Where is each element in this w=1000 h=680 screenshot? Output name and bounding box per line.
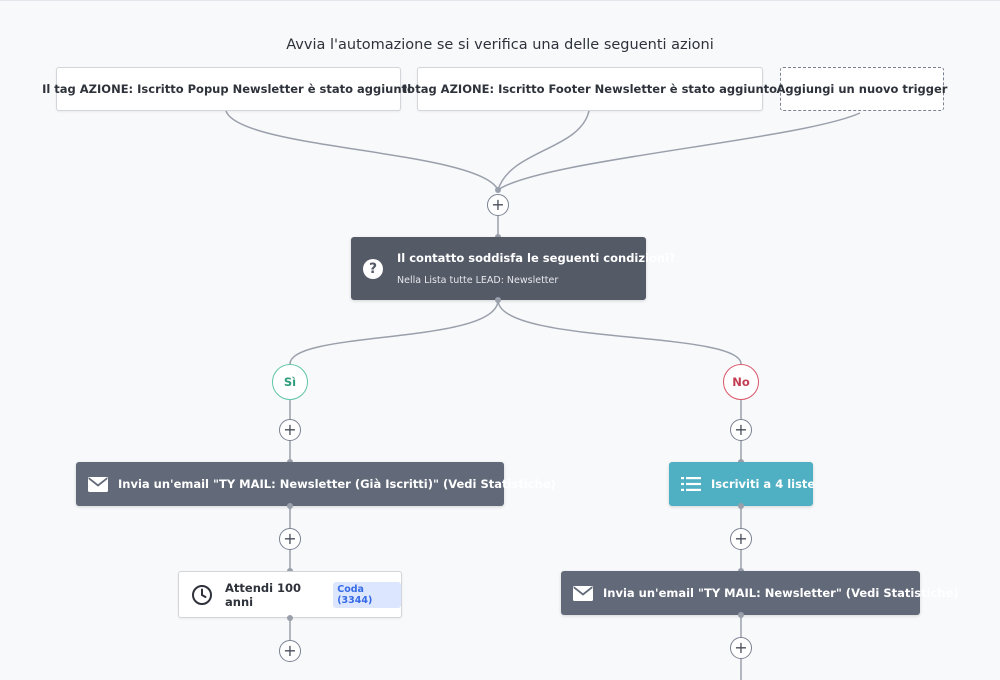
add-step-button[interactable]: + (279, 419, 301, 441)
envelope-icon (88, 476, 108, 492)
top-border (0, 0, 1000, 1)
trigger-footer-newsletter[interactable]: Il tag AZIONE: Iscritto Footer Newslette… (403, 67, 777, 111)
condition-block[interactable]: ? Il contatto soddisfa le seguenti condi… (351, 237, 676, 300)
add-step-button[interactable]: + (730, 419, 752, 441)
add-trigger-button[interactable]: Aggiungi un nuovo trigger (777, 67, 947, 111)
add-step-button[interactable]: + (730, 637, 752, 659)
wait-action[interactable]: Attendi 100 anni Coda (3344) (178, 571, 402, 618)
page-title: Avvia l'automazione se si verifica una d… (286, 37, 714, 53)
wait-label: Attendi 100 anni (225, 580, 302, 609)
send-email-label: Invia un'email "TY MAIL: Newsletter (Già… (118, 477, 556, 491)
branch-yes-label: Sì (283, 375, 297, 389)
clock-icon (191, 584, 213, 606)
add-step-button[interactable]: + (487, 194, 509, 216)
plus-icon: + (283, 420, 297, 439)
add-trigger-label: Aggiungi un nuovo trigger (776, 82, 948, 96)
trigger-label: Il tag AZIONE: Iscritto Footer Newslette… (402, 82, 778, 96)
connector-dot (738, 612, 744, 618)
plus-icon: + (734, 638, 748, 657)
connector-dot (495, 187, 501, 193)
envelope-icon (573, 585, 593, 601)
subscribe-lists-label: Iscriviti a 4 liste (711, 477, 816, 491)
connector-dot (495, 297, 501, 303)
plus-icon: + (283, 529, 297, 548)
subscribe-lists-action[interactable]: Iscriviti a 4 liste (669, 462, 816, 506)
list-icon (681, 476, 701, 492)
condition-subtitle: Nella Lista tutte LEAD: Newsletter (397, 275, 559, 286)
connector-dot (287, 503, 293, 509)
trigger-label: Il tag AZIONE: Iscritto Popup Newsletter… (42, 82, 415, 96)
branch-yes[interactable]: Sì (272, 364, 308, 400)
queue-badge[interactable]: Coda (3344) (333, 581, 401, 608)
condition-title: Il contatto soddisfa le seguenti condizi… (397, 251, 676, 265)
add-step-button[interactable]: + (279, 528, 301, 550)
send-email-action[interactable]: Invia un'email "TY MAIL: Newsletter (Già… (76, 462, 556, 506)
trigger-popup-newsletter[interactable]: Il tag AZIONE: Iscritto Popup Newsletter… (42, 67, 415, 111)
branch-no-label: No (732, 375, 750, 389)
add-step-button[interactable]: + (730, 528, 752, 550)
connector-dot (738, 503, 744, 509)
add-step-button[interactable]: + (279, 640, 301, 662)
plus-icon: + (734, 529, 748, 548)
plus-icon: + (491, 195, 505, 214)
question-icon: ? (363, 259, 383, 279)
plus-icon: + (734, 420, 748, 439)
connector-dot (287, 615, 293, 621)
send-email-action[interactable]: Invia un'email "TY MAIL: Newsletter" (Ve… (561, 571, 959, 615)
plus-icon: + (283, 641, 297, 660)
branch-no[interactable]: No (723, 364, 759, 400)
send-email-label: Invia un'email "TY MAIL: Newsletter" (Ve… (603, 586, 959, 600)
